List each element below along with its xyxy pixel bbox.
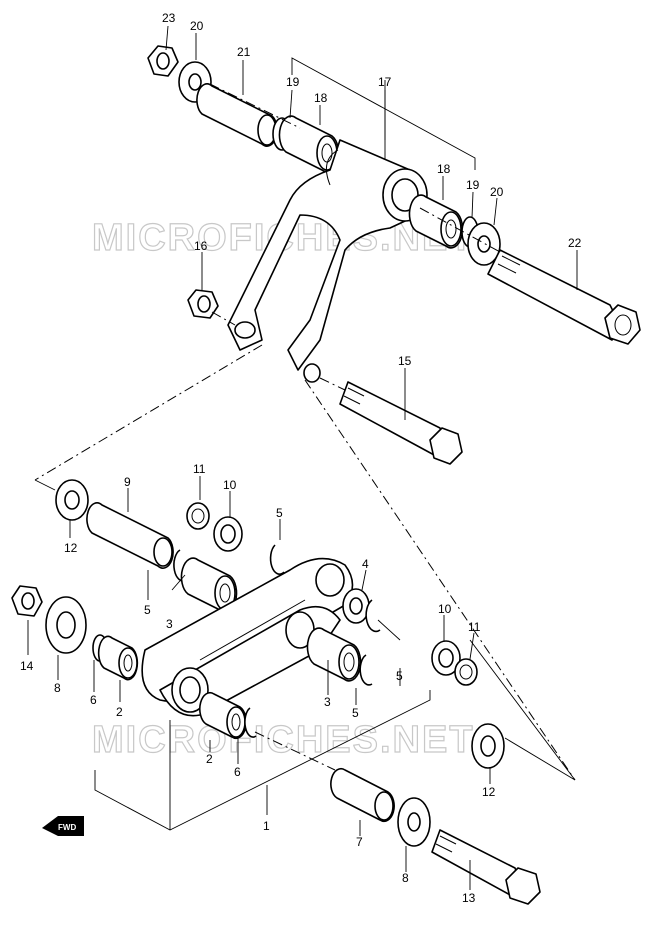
- label-11-right: 11: [468, 620, 481, 634]
- label-19-top: 19: [286, 75, 300, 89]
- watermark-bottom: MICROFICHES.NET: [92, 719, 475, 761]
- nut-23: [147, 45, 179, 77]
- label-8-bottom: 8: [402, 871, 409, 885]
- label-7: 7: [356, 835, 363, 849]
- label-14: 14: [20, 659, 34, 673]
- bolt-22: [487, 249, 641, 345]
- washer-12-left: [55, 479, 89, 521]
- bearing-4: [342, 588, 370, 624]
- label-5-left: 5: [144, 603, 151, 617]
- label-16: 16: [194, 239, 208, 253]
- label-18-right: 18: [437, 162, 451, 176]
- bearing-3-right: [306, 627, 362, 682]
- label-13: 13: [462, 891, 476, 905]
- label-20-top: 20: [190, 19, 204, 33]
- bearing-2-left: [97, 635, 139, 681]
- label-5-right: 5: [396, 669, 403, 683]
- label-11-top: 11: [193, 462, 206, 476]
- leader-lines: [27, 25, 578, 890]
- label-5-lower: 5: [352, 706, 359, 720]
- label-5-upper: 5: [276, 506, 283, 520]
- fwd-arrow-icon: FWD: [42, 816, 84, 836]
- oil-seal-10-right: [431, 640, 461, 676]
- oil-seal-10-top: [213, 516, 243, 552]
- bearing-18-top: [278, 115, 340, 173]
- nut-14: [11, 585, 43, 617]
- label-17: 17: [378, 75, 392, 89]
- label-23: 23: [162, 11, 176, 25]
- label-8-left: 8: [54, 681, 61, 695]
- seal-6-bottom: [244, 707, 257, 738]
- circlip-5-upper: [269, 544, 285, 575]
- seal-11-top: [186, 502, 210, 530]
- label-10-top: 10: [223, 478, 237, 492]
- label-21: 21: [237, 45, 251, 59]
- part-labels: 23 20 21 19 18 17 18 19 20 22 16 15 9 11…: [20, 11, 582, 905]
- seal-11-right: [454, 658, 478, 686]
- washer-8-bottom: [397, 797, 431, 847]
- circlip-5-lower: [359, 654, 373, 686]
- label-12-left: 12: [64, 541, 78, 555]
- washer-12-right: [471, 723, 505, 769]
- label-2-left: 2: [116, 705, 123, 719]
- label-6-left: 6: [90, 693, 97, 707]
- bearing-18-right: [408, 194, 464, 249]
- label-1: 1: [263, 819, 270, 833]
- label-18-top: 18: [314, 91, 328, 105]
- sleeve-7: [330, 767, 395, 823]
- cushion-rod-1: [141, 557, 354, 717]
- washer-20-right: [467, 222, 501, 266]
- bolt-15: [339, 381, 463, 465]
- label-3-right: 3: [324, 695, 331, 709]
- label-10-right: 10: [438, 602, 452, 616]
- label-4: 4: [362, 557, 369, 571]
- fwd-label: FWD: [58, 823, 76, 832]
- label-3-left: 3: [166, 617, 173, 631]
- nut-16: [187, 289, 219, 319]
- label-9: 9: [124, 475, 131, 489]
- label-2-bottom: 2: [206, 752, 213, 766]
- label-19-right: 19: [466, 178, 480, 192]
- cushion-lever-17: [227, 139, 428, 383]
- label-6-bottom: 6: [234, 765, 241, 779]
- circlip-5-right: [365, 599, 381, 633]
- label-15: 15: [398, 354, 412, 368]
- label-12-right: 12: [482, 785, 496, 799]
- label-20-right: 20: [490, 185, 504, 199]
- bolt-13: [431, 829, 541, 905]
- washer-8-left: [45, 596, 87, 654]
- label-22: 22: [568, 236, 582, 250]
- sleeve-9: [86, 502, 174, 569]
- sleeve-21: [196, 83, 278, 147]
